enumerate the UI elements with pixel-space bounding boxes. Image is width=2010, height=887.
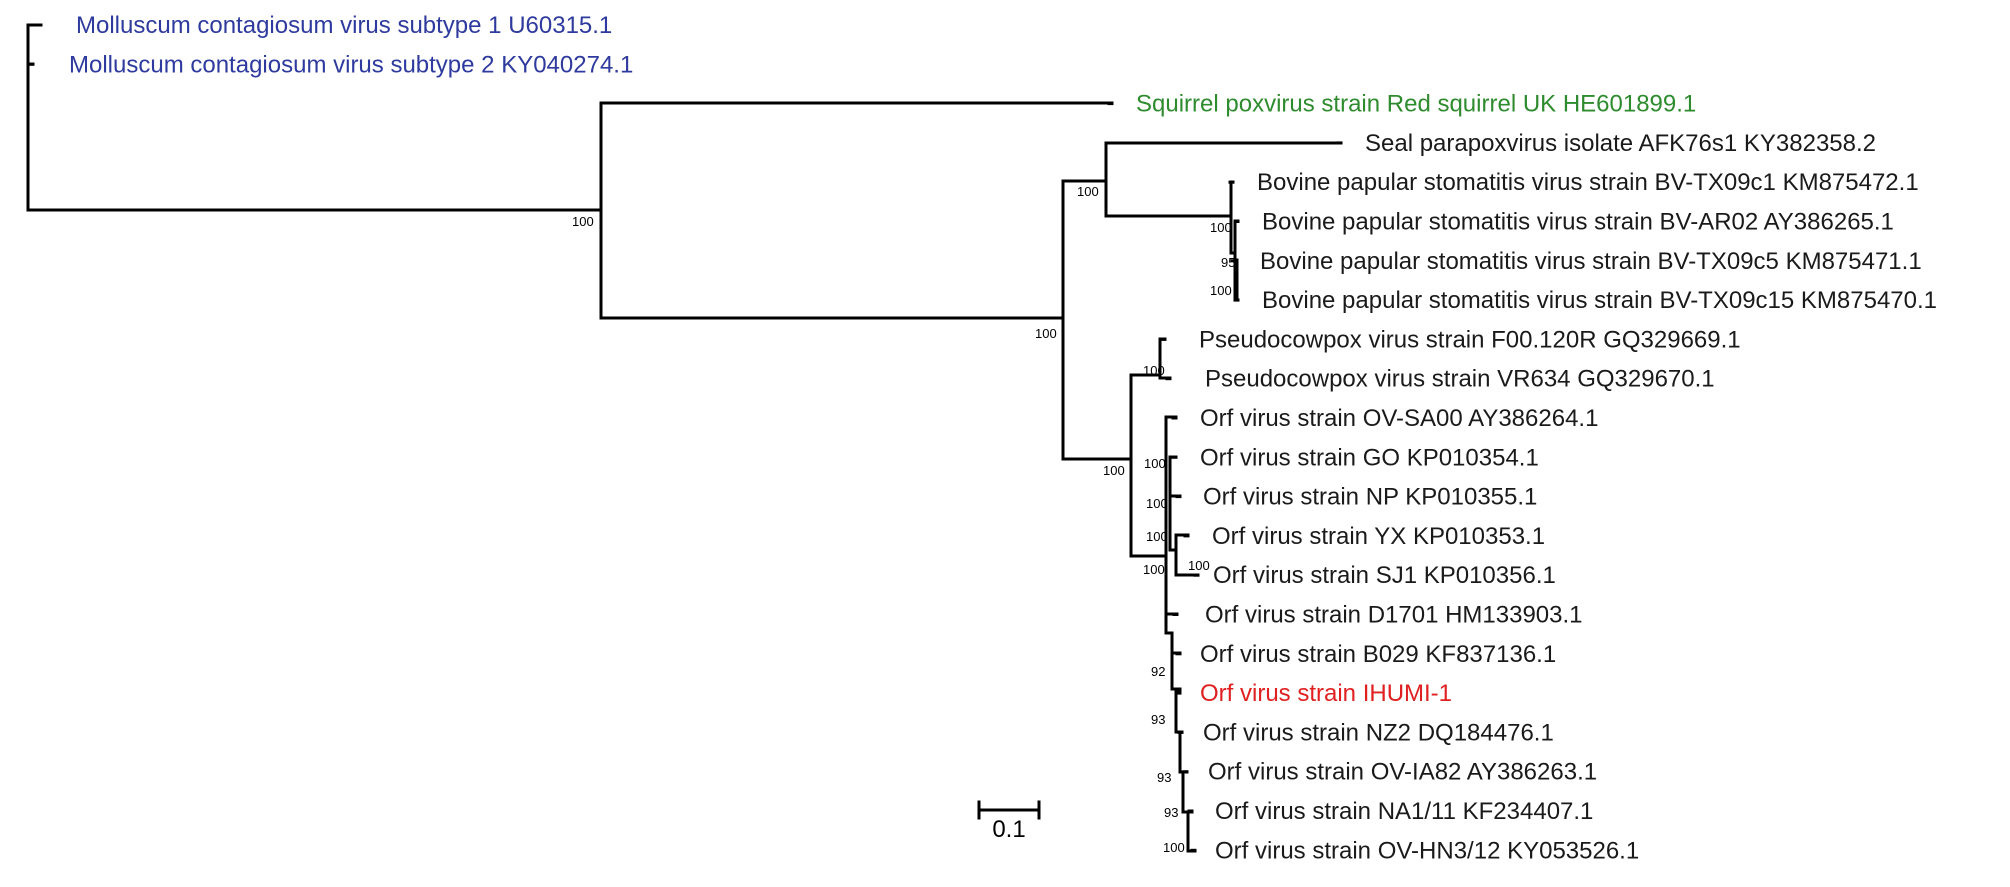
bootstrap-value: 93 — [1151, 712, 1165, 727]
leaf-label: Orf virus strain OV-HN3/12 KY053526.1 — [1215, 837, 1639, 864]
bootstrap-value: 92 — [1151, 664, 1165, 679]
leaf-label: Bovine papular stomatitis virus strain B… — [1260, 248, 1922, 275]
scale-bar: 0.1 — [977, 800, 1041, 843]
leaf-label: Pseudocowpox virus strain F00.120R GQ329… — [1199, 326, 1741, 353]
bootstrap-value: 95 — [1221, 255, 1235, 270]
bootstrap-value: 100 — [1188, 558, 1210, 573]
bootstrap-value: 100 — [1077, 184, 1099, 199]
bootstrap-value: 100 — [1035, 326, 1057, 341]
leaf-label: Orf virus strain B029 KF837136.1 — [1200, 641, 1556, 668]
bootstrap-labels: 100 100 100 100 95 100 100 100 100 100 100 100 100 92… — [572, 184, 1235, 855]
leaf-label: Orf virus strain OV-SA00 AY386264.1 — [1200, 405, 1598, 432]
leaf-label: Bovine papular stomatitis virus strain B… — [1257, 169, 1919, 196]
leaf-label: Squirrel poxvirus strain Red squirrel UK… — [1136, 91, 1696, 118]
bootstrap-value: 100 — [1103, 463, 1125, 478]
leaf-label: Orf virus strain IHUMI-1 — [1200, 680, 1452, 707]
leaf-label: Orf virus strain NZ2 DQ184476.1 — [1203, 719, 1554, 746]
leaf-label: Orf virus strain D1701 HM133903.1 — [1205, 602, 1583, 629]
leaf-label: Orf virus strain SJ1 KP010356.1 — [1213, 562, 1556, 589]
bootstrap-value: 100 — [1143, 562, 1165, 577]
leaf-label: Orf virus strain YX KP010353.1 — [1212, 523, 1545, 550]
leaf-label: Molluscum contagiosum virus subtype 1 U6… — [76, 12, 612, 39]
bootstrap-value: 93 — [1164, 805, 1178, 820]
scale-bar-label: 0.1 — [992, 816, 1025, 843]
leaf-label: Pseudocowpox virus strain VR634 GQ329670… — [1205, 366, 1715, 393]
bootstrap-value: 100 — [572, 214, 594, 229]
bootstrap-value: 100 — [1210, 220, 1232, 235]
leaf-label: Orf virus strain GO KP010354.1 — [1200, 444, 1539, 471]
bootstrap-value: 100 — [1143, 363, 1165, 378]
leaf-label: Orf virus strain NP KP010355.1 — [1203, 484, 1537, 511]
bootstrap-value: 100 — [1210, 283, 1232, 298]
tree-branches — [26, 23, 1343, 853]
bootstrap-value: 93 — [1157, 770, 1171, 785]
leaf-label: Orf virus strain OV-IA82 AY386263.1 — [1208, 759, 1597, 786]
leaf-label: Bovine papular stomatitis virus strain B… — [1262, 209, 1894, 236]
leaf-label: Orf virus strain NA1/11 KF234407.1 — [1215, 798, 1593, 825]
bootstrap-value: 100 — [1146, 496, 1168, 511]
leaf-label: Seal parapoxvirus isolate AFK76s1 KY3823… — [1365, 130, 1876, 157]
bootstrap-value: 100 — [1163, 840, 1185, 855]
leaf-label: Molluscum contagiosum virus subtype 2 KY… — [69, 51, 633, 78]
bootstrap-value: 100 — [1144, 456, 1166, 471]
leaf-label: Bovine papular stomatitis virus strain B… — [1262, 287, 1937, 314]
bootstrap-value: 100 — [1146, 529, 1168, 544]
leaf-labels: Molluscum contagiosum virus subtype 1 U6… — [69, 12, 1937, 864]
